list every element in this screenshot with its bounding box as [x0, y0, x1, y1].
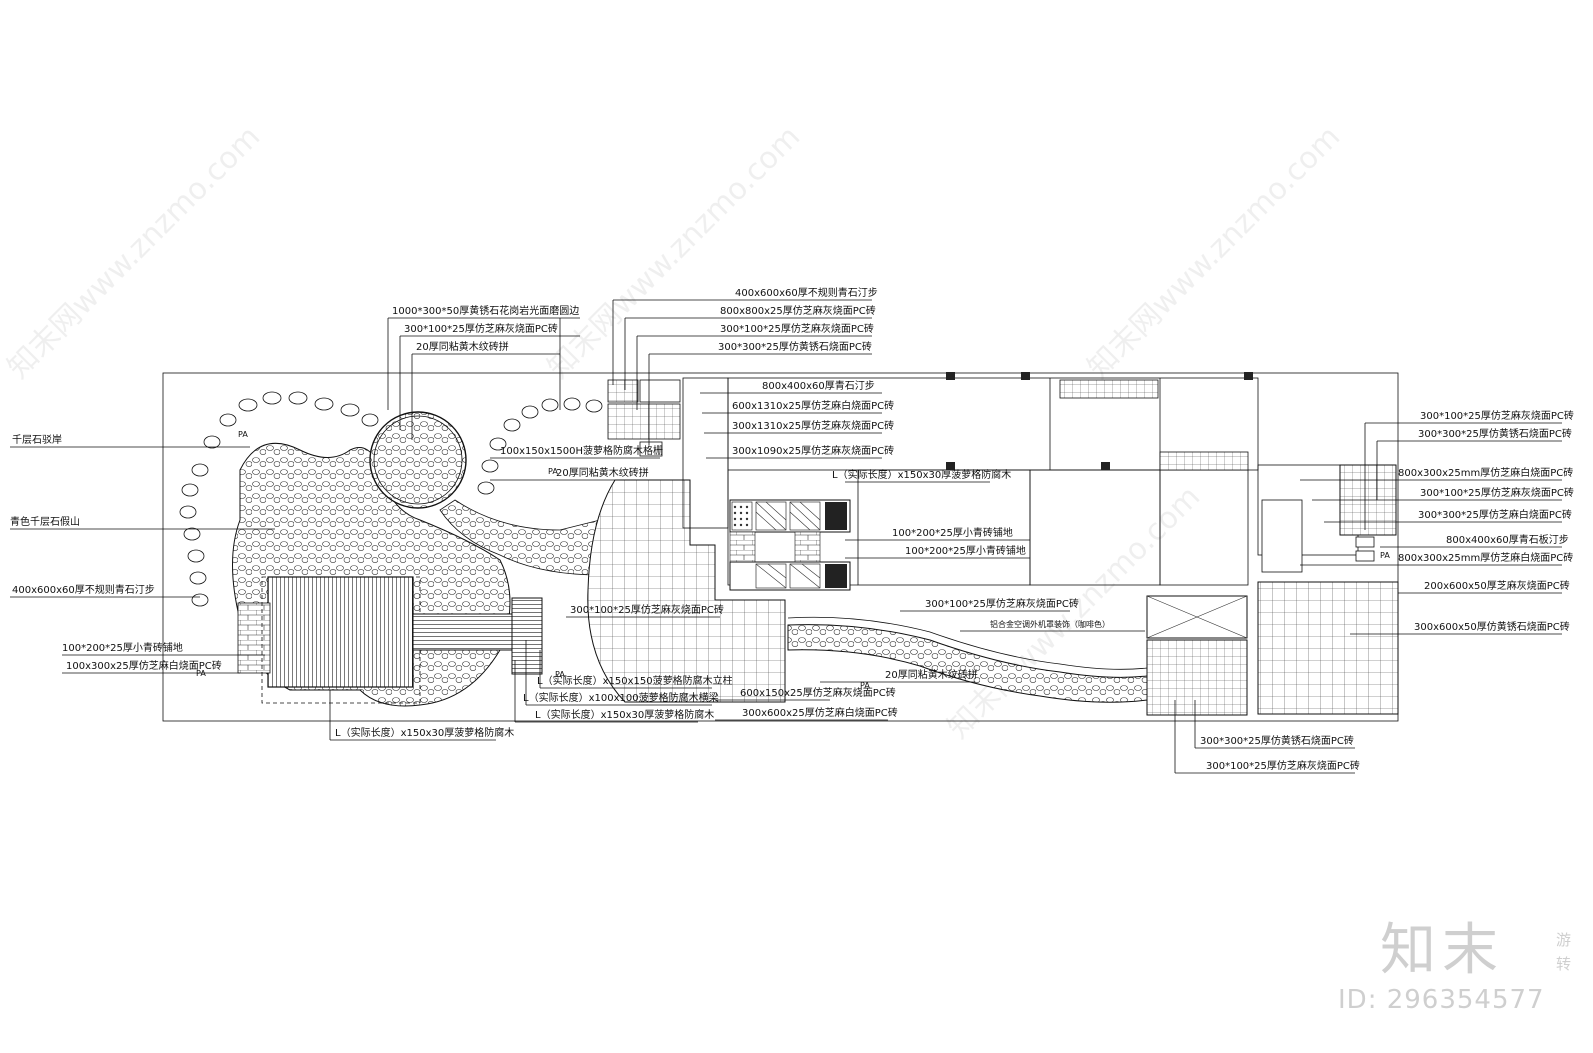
label-r-1: 300*100*25厚仿芝麻灰烧面PC砖 — [1420, 409, 1574, 422]
building-storage-strip — [1059, 379, 1159, 399]
label-800-tile: 800x800x25厚仿芝麻灰烧面PC砖 — [720, 304, 876, 317]
top-tile-block-3 — [607, 403, 681, 440]
label-ac-cover: 铝合金空调外机罩装饰（咖啡色） — [990, 619, 1110, 629]
label-beam: L（实际长度）x100x100菠萝格防腐木横梁 — [523, 691, 719, 704]
labels-left: 千层石驳岸 青色千层石假山 400x600x60厚不规则青石汀步 100*200… — [10, 434, 222, 672]
label-r-3: 800x300x25mm厚仿芝麻白烧面PC砖 — [1398, 466, 1573, 479]
label-300-100-plaza: 300*100*25厚仿芝麻灰烧面PC砖 — [570, 603, 724, 616]
label-300-1310: 300x1310x25厚仿芝麻灰烧面PC砖 — [732, 419, 894, 432]
labels-top-left: 1000*300*50厚黄锈石花岗岩光面磨圆边 300*100*25厚仿芝麻灰烧… — [392, 304, 579, 353]
building-column-1 — [946, 372, 955, 380]
pebble-path — [439, 499, 601, 576]
label-post: L（实际长度）x150x150菠萝格防腐木立柱 — [537, 674, 733, 687]
building-column-3 — [1244, 372, 1253, 380]
label-bluestone-step: 800x400x60厚青石汀步 — [762, 379, 875, 392]
right-tile-block-a — [1146, 639, 1248, 716]
labels-bottom: L（实际长度）x150x150菠萝格防腐木立柱 L（实际长度）x100x100菠… — [335, 674, 898, 739]
right-tile-block-b-diag — [1146, 595, 1248, 639]
boardwalk — [412, 613, 514, 651]
label-wood-plank: L（实际长度）x150x30厚菠萝格防腐木 — [832, 468, 1011, 481]
round-plaza-edge — [373, 415, 463, 505]
brick-area-left — [237, 602, 271, 674]
pa-mark-2: PA — [548, 467, 558, 476]
label-bluestone-left: 400x600x60厚不规则青石汀步 — [12, 583, 155, 596]
label-r-6: 800x400x60厚青石板汀步 — [1446, 533, 1569, 546]
pa-mark-5: PA — [860, 681, 870, 690]
wood-deck — [267, 576, 414, 688]
watermark-diagonal-3: 知末网www.znzmo.com — [1081, 119, 1347, 385]
right-tile-block-e — [1261, 499, 1303, 573]
right-step-2 — [1355, 550, 1375, 562]
label-white-brick-left: 100x300x25厚仿芝麻白烧面PC砖 — [66, 659, 222, 672]
watermark-id: ID: 296354577 — [1338, 985, 1545, 1015]
pa-mark-3: PA — [196, 669, 206, 678]
label-600-1310: 600x1310x25厚仿芝麻白烧面PC砖 — [732, 399, 894, 412]
label-br-2: 300*100*25厚仿芝麻灰烧面PC砖 — [1206, 759, 1360, 772]
building-column-2 — [1021, 372, 1030, 380]
label-rock-shore: 千层石驳岸 — [12, 434, 62, 446]
label-wood-grain: 20厚同粘黄木纹砖拼 — [416, 340, 509, 353]
label-300-300-tile: 300*300*25厚仿黄锈石烧面PC砖 — [718, 340, 872, 353]
label-br-1: 300*300*25厚仿黄锈石烧面PC砖 — [1200, 734, 1354, 747]
label-plank-1: L（实际长度）x150x30厚菠萝格防腐木 — [535, 708, 714, 721]
label-blue-brick-2: 100*200*25厚小青砖铺地 — [905, 544, 1026, 557]
label-300-100-tile: 300*100*25厚仿芝麻灰烧面PC砖 — [720, 322, 874, 335]
boardwalk-turn — [511, 597, 543, 675]
label-wood-grain-center: 20厚同粘黄木纹砖拼 — [556, 466, 649, 479]
building-column-4 — [946, 462, 955, 470]
label-pc-brick-top: 300*100*25厚仿芝麻灰烧面PC砖 — [404, 322, 558, 335]
label-blue-brick-1: 100*200*25厚小青砖铺地 — [892, 526, 1013, 539]
leader-lines — [10, 299, 1562, 774]
watermark-diagonal-1: 知末网www.znzmo.com — [1, 119, 267, 385]
pa-mark-6: PA — [1380, 551, 1390, 560]
right-step-1 — [1355, 536, 1375, 548]
label-r-5: 300*300*25厚仿芝麻白烧面PC砖 — [1418, 508, 1572, 521]
label-wood-grain-path: 20厚同粘黄木纹砖拼 — [885, 668, 978, 681]
watermark-brand: 知末 — [1380, 918, 1504, 983]
label-blue-brick-left: 100*200*25厚小青砖铺地 — [62, 641, 183, 654]
walkway-edge — [787, 616, 1148, 670]
label-grille: 100x150x1500H菠萝格防腐木格栅 — [500, 444, 663, 457]
stepping-stone-ring — [179, 391, 603, 607]
grille-panels — [729, 499, 851, 591]
label-600-150: 600x150x25厚仿芝麻灰烧面PC砖 — [740, 686, 896, 699]
label-r-4: 300*100*25厚仿芝麻灰烧面PC砖 — [1420, 486, 1574, 499]
labels-center: 800x400x60厚青石汀步 600x1310x25厚仿芝麻白烧面PC砖 30… — [500, 379, 1110, 681]
labels-top-center: 400x600x60厚不规则青石汀步 800x800x25厚仿芝麻灰烧面PC砖 … — [718, 286, 878, 353]
label-r-9: 300x600x50厚仿黄锈石烧面PC砖 — [1414, 620, 1570, 633]
watermark-edge-text: 游 转 — [1556, 931, 1572, 973]
labels-bottom-right: 300*300*25厚仿黄锈石烧面PC砖 300*100*25厚仿芝麻灰烧面PC… — [1200, 734, 1360, 772]
top-tile-block-4 — [639, 441, 663, 457]
label-300-1090: 300x1090x25厚仿芝麻灰烧面PC砖 — [732, 444, 894, 457]
label-300-600: 300x600x25厚仿芝麻白烧面PC砖 — [742, 706, 898, 719]
label-bluestone-top: 400x600x60厚不规则青石汀步 — [735, 286, 878, 299]
label-r-8: 200x600x50厚芝麻灰烧面PC砖 — [1424, 579, 1570, 592]
pa-mark-4: PA — [555, 670, 565, 679]
label-rockery: 青色千层石假山 — [10, 515, 80, 528]
building-column-5 — [1101, 462, 1110, 470]
pa-marks: PA PA PA PA PA PA — [196, 430, 1390, 690]
right-tile-block-c — [1257, 581, 1399, 715]
round-plaza — [369, 411, 467, 509]
label-r-7: 800x300x25mm厚仿芝麻白烧面PC砖 — [1398, 551, 1573, 564]
labels-right: 300*100*25厚仿芝麻灰烧面PC砖 300*300*25厚仿黄锈石烧面PC… — [1398, 409, 1574, 633]
top-tile-block-2 — [639, 379, 681, 403]
label-granite-edge: 1000*300*50厚黄锈石花岗岩光面磨圆边 — [392, 304, 579, 317]
top-tile-block-1 — [607, 379, 639, 403]
building-kitchen-strip — [1159, 451, 1249, 471]
label-r-2: 300*300*25厚仿黄锈石烧面PC砖 — [1418, 427, 1572, 440]
label-plank-2: L（实际长度）x150x30厚菠萝格防腐木 — [335, 726, 514, 739]
label-300-100-center: 300*100*25厚仿芝麻灰烧面PC砖 — [925, 597, 1079, 610]
pa-mark-1: PA — [238, 430, 248, 439]
center-tile-plaza — [587, 479, 786, 703]
